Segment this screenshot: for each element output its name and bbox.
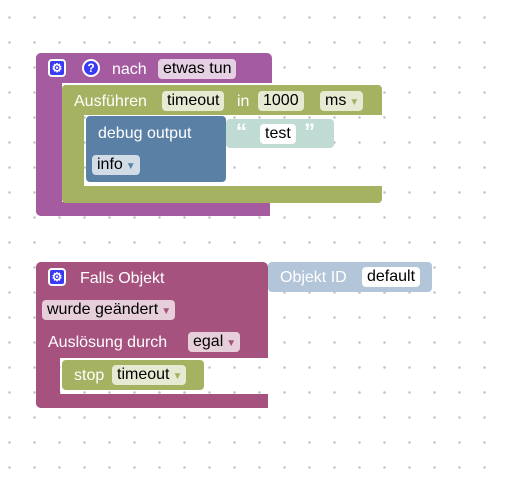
event-name-field[interactable]: etwas tun bbox=[158, 59, 237, 79]
object-id-input-connector bbox=[257, 268, 271, 282]
text-value-field[interactable]: test bbox=[260, 124, 296, 144]
timeout-block-left-arm bbox=[62, 85, 84, 203]
run-label: Ausführen bbox=[74, 93, 147, 110]
quote-open-icon: “ bbox=[236, 119, 247, 144]
timeout-block[interactable]: Ausführen timeout in 1000 ms▼ bbox=[62, 85, 382, 203]
object-id-block[interactable]: Objekt ID default bbox=[268, 262, 432, 292]
chevron-down-icon: ▼ bbox=[161, 306, 172, 317]
unit-dropdown-label: ms bbox=[325, 92, 347, 109]
object-change-bottom bbox=[36, 394, 268, 408]
trigger-label: Auslösung durch bbox=[48, 334, 168, 351]
timeout-value-field[interactable]: 1000 bbox=[258, 91, 304, 111]
event-block-left-arm bbox=[36, 53, 62, 216]
timeout-name-field[interactable]: timeout bbox=[162, 91, 225, 111]
object-id-label: Objekt ID bbox=[280, 269, 347, 286]
object-change-block[interactable]: ⚙ Falls Objekt wurde geändert▼ Auslösung… bbox=[36, 262, 268, 408]
chevron-down-icon: ▼ bbox=[226, 338, 237, 349]
unit-dropdown[interactable]: ms▼ bbox=[320, 91, 364, 111]
chevron-down-icon: ▼ bbox=[349, 97, 360, 108]
in-label: in bbox=[237, 93, 250, 110]
object-change-label: Falls Objekt bbox=[80, 270, 165, 287]
stop-label: stop bbox=[74, 367, 105, 384]
stop-timeout-block[interactable]: stop timeout▼ bbox=[62, 360, 204, 390]
event-block-label: nach bbox=[112, 61, 147, 78]
object-change-left-arm bbox=[36, 262, 60, 408]
gear-icon[interactable]: ⚙ bbox=[48, 59, 66, 77]
trigger-value-label: egal bbox=[193, 333, 224, 350]
text-block[interactable]: “ test ” bbox=[226, 119, 334, 148]
quote-close-icon: ” bbox=[304, 119, 315, 144]
chevron-down-icon: ▼ bbox=[172, 371, 183, 382]
debug-output-block[interactable]: debug output info▼ bbox=[86, 116, 226, 182]
timeout-block-bottom bbox=[62, 186, 382, 203]
log-level-label: info bbox=[97, 156, 123, 173]
event-block-top[interactable] bbox=[36, 53, 272, 83]
gear-icon[interactable]: ⚙ bbox=[48, 268, 66, 286]
stop-timeout-dropdown[interactable]: timeout▼ bbox=[112, 365, 187, 385]
stop-timeout-label: timeout bbox=[117, 366, 170, 383]
object-id-field[interactable]: default bbox=[362, 267, 421, 287]
trigger-dropdown[interactable]: egal▼ bbox=[188, 332, 241, 352]
help-icon[interactable]: ? bbox=[82, 59, 100, 77]
chevron-down-icon: ▼ bbox=[125, 161, 136, 172]
change-mode-label: wurde geändert bbox=[47, 301, 159, 318]
log-level-dropdown[interactable]: info▼ bbox=[92, 155, 140, 175]
change-mode-dropdown[interactable]: wurde geändert▼ bbox=[42, 300, 176, 320]
event-block-bottom bbox=[36, 202, 270, 216]
event-block[interactable]: ⚙ ? nach etwas tun bbox=[36, 53, 272, 216]
debug-output-label: debug output bbox=[98, 125, 192, 142]
